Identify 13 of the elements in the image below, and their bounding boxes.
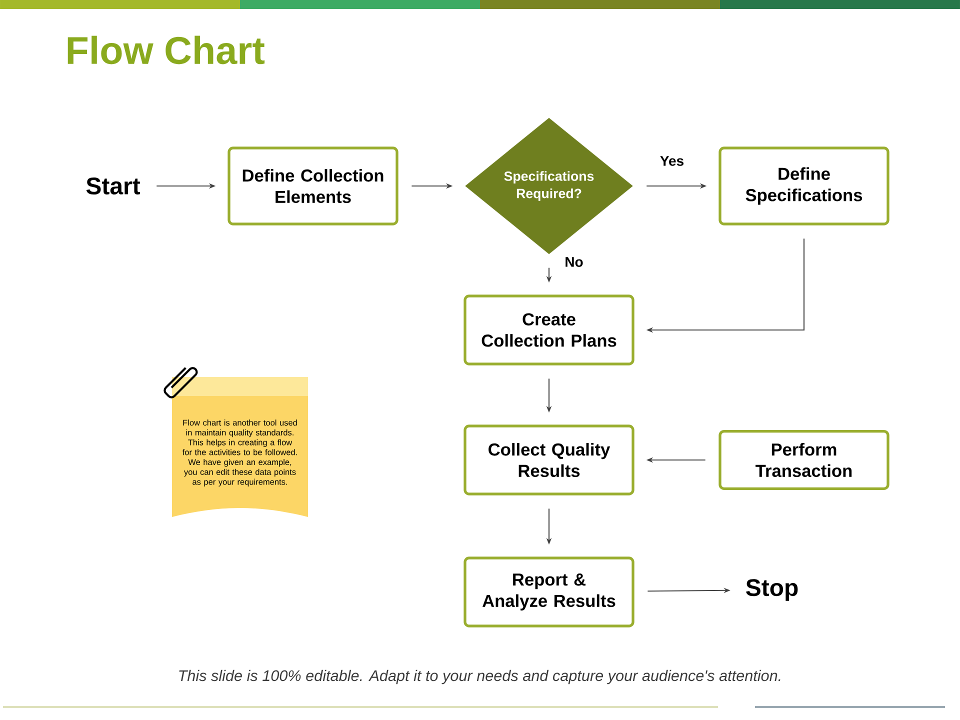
process-box: Define Collection Elements <box>228 146 398 226</box>
process-box: Create Collection Plans <box>464 294 634 366</box>
terminal-label: Start <box>86 177 140 194</box>
process-box: Collect Quality Results <box>464 424 634 496</box>
edge-label: Yes <box>658 154 686 168</box>
title: Flow Chart <box>68 36 265 64</box>
process-box: Perform Transaction <box>718 430 890 490</box>
process-box: Define Specifications <box>718 146 890 226</box>
footer-note: This slide is 100% editable. Adapt it to your needs and capture your audience's attention. <box>179 670 780 684</box>
sticky-note: Flow chart is another tool used in maintain quality standards. This helps in creating a flow for the activities to be followed. We have given an example, you can edit these data points as per your requirements. <box>172 377 308 517</box>
edge-label: No <box>563 256 585 268</box>
process-box: Report & Analyze Results <box>464 556 634 628</box>
terminal-label: Stop <box>746 579 798 601</box>
